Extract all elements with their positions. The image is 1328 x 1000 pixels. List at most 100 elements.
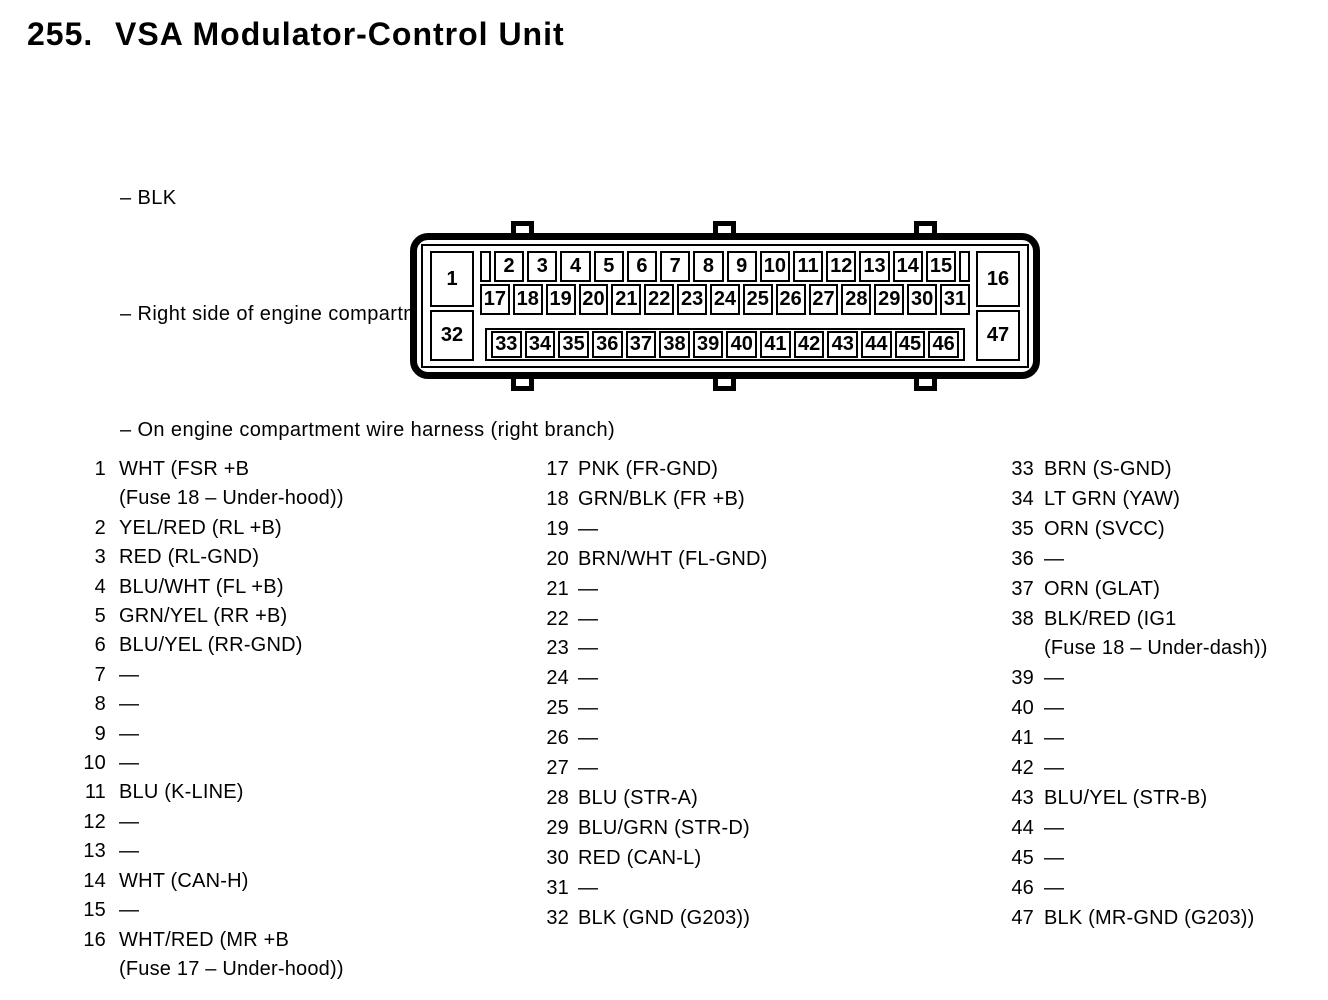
pin-description: — xyxy=(119,693,140,716)
pin-cells-bottom: 33 34 35 36 37 38 xyxy=(491,331,959,358)
pin-description: BRN/WHT (FL-GND) xyxy=(578,547,768,570)
pin-cell: 33 xyxy=(491,331,522,358)
pin-cell: 22 xyxy=(644,284,675,315)
section-title: VSA Modulator-Control Unit xyxy=(115,16,565,52)
pin-row: 37 ORN (GLAT) xyxy=(1008,575,1268,605)
pin-number: 4 xyxy=(94,575,106,598)
pin-description: — xyxy=(119,899,140,922)
page-title: 255. VSA Modulator-Control Unit xyxy=(27,16,565,53)
pin-list-column-3: 33 BRN (S-GND) 34 LT GRN (YAW) 35 ORN (S… xyxy=(1008,455,1268,934)
pin-cell-1: 1 xyxy=(430,251,474,308)
pin-cell: 6 xyxy=(626,251,658,282)
pin-description: RED (RL-GND) xyxy=(119,546,260,569)
pin-cell: 9 xyxy=(726,251,757,282)
pin-cell: 15 xyxy=(925,251,957,282)
pin-cell: 25 xyxy=(742,284,773,315)
pin-row: 6 BLU/YEL (RR-GND) xyxy=(80,631,344,660)
pin-cell: 37 xyxy=(625,331,657,358)
pin-row: 42 — xyxy=(1008,754,1268,784)
pin-cell: 39 xyxy=(692,331,724,358)
pin-row: 5 GRN/YEL (RR +B) xyxy=(80,602,344,631)
pin-number: 34 xyxy=(1011,487,1034,510)
pin-description: — xyxy=(119,840,140,863)
pin-number: 38 xyxy=(1011,607,1034,630)
pin-cell: 31 xyxy=(940,284,970,315)
pin-cell: 11 xyxy=(792,251,824,282)
pin-description: PNK (FR-GND) xyxy=(578,458,719,480)
pin-number: 11 xyxy=(84,781,106,804)
pin-number: 20 xyxy=(546,547,569,570)
pin-cell: 44 xyxy=(861,331,892,358)
pin-row: 7 — xyxy=(80,661,344,690)
pin-description: — xyxy=(1044,757,1065,780)
pin-description: BLK (GND (G203)) xyxy=(578,906,751,929)
pin-cell: 40 xyxy=(726,331,758,358)
pin-row: 41 — xyxy=(1008,724,1268,754)
pin-cell: 17 xyxy=(480,284,510,315)
pin-number: 39 xyxy=(1011,667,1034,690)
pin-number: 32 xyxy=(546,906,569,929)
pin-cell: 12 xyxy=(826,251,857,282)
pin-row: 1 WHT (FSR +B(Fuse 18 – Under-hood)) xyxy=(80,455,344,514)
pin-description: — xyxy=(1044,876,1065,899)
pin-description: — xyxy=(1044,547,1065,570)
pin-number: 28 xyxy=(546,786,569,809)
pin-cell: 30 xyxy=(907,284,938,315)
pin-row: 21 — xyxy=(546,575,767,605)
pin-number: 43 xyxy=(1011,786,1034,809)
pin-number: 47 xyxy=(1011,906,1034,929)
pin-row: 18 GRN/BLK (FR +B) xyxy=(546,485,767,515)
pin-row-top: 2 3 4 5 6 7 8 xyxy=(480,251,970,282)
pin-description: BLU/WHT (FL +B) xyxy=(119,575,284,598)
pin-row: 27 — xyxy=(546,754,767,784)
pin-row: 32 BLK (GND (G203)) xyxy=(546,904,767,934)
pin-row: 24 — xyxy=(546,664,767,694)
pin-description: — xyxy=(119,810,140,833)
pin-row: 8 — xyxy=(80,690,344,719)
pin-description: BLU (STR-A) xyxy=(578,786,698,809)
pin-number: 10 xyxy=(83,752,106,775)
pin-number: 46 xyxy=(1011,876,1034,899)
pin-description: BLU/GRN (STR-D) xyxy=(578,816,750,839)
connector-right-column: 16 47 xyxy=(976,251,1020,361)
pin-description: — xyxy=(1044,846,1065,869)
pin-cell: 7 xyxy=(660,251,691,282)
pin-number: 1 xyxy=(94,458,106,480)
pin-row: 19 — xyxy=(546,515,767,545)
connector-notes: – BLK – Right side of engine compartment… xyxy=(120,68,615,503)
pin-number: 13 xyxy=(83,840,106,863)
pin-number: 6 xyxy=(94,634,106,657)
pin-description: BLK (MR-GND (G203)) xyxy=(1044,906,1255,929)
pin-list-column-1: 1 WHT (FSR +B(Fuse 18 – Under-hood)) 2 Y… xyxy=(80,455,344,984)
pin-number: 5 xyxy=(94,605,106,628)
pin-row: 29 BLU/GRN (STR-D) xyxy=(546,814,767,844)
pin-cell-32: 32 xyxy=(430,310,474,361)
pin-description: — xyxy=(578,667,599,690)
pin-number: 31 xyxy=(546,876,569,899)
pin-row: 12 — xyxy=(80,808,344,837)
pin-row-bottom-strip: 33 34 35 36 37 38 xyxy=(485,328,965,361)
pin-cell: 20 xyxy=(578,284,609,315)
pin-cell: 35 xyxy=(558,331,589,358)
pin-description: BLU/YEL (STR-B) xyxy=(1044,786,1208,809)
pin-number: 30 xyxy=(546,846,569,869)
pin-description: — xyxy=(578,517,599,540)
pin-number: 33 xyxy=(1011,458,1034,480)
pin-description: BLU (K-LINE) xyxy=(119,781,244,804)
pin-cell: 14 xyxy=(892,251,923,282)
pin-number: 36 xyxy=(1011,547,1034,570)
pin-number: 21 xyxy=(546,577,569,600)
blank-cell-right xyxy=(959,251,970,282)
pin-cell: 10 xyxy=(759,251,790,282)
connector-pin-grid: 2 3 4 5 6 7 8 xyxy=(480,251,970,361)
pin-number: 16 xyxy=(83,928,106,951)
pin-cell: 29 xyxy=(874,284,905,315)
pin-number: 40 xyxy=(1011,697,1034,720)
pin-description: YEL/RED (RL +B) xyxy=(119,516,282,539)
pin-number: 7 xyxy=(94,663,106,686)
pin-cell: 2 xyxy=(494,251,525,282)
pin-description: WHT (FSR +B(Fuse 18 – Under-hood)) xyxy=(119,458,344,510)
pin-number: 41 xyxy=(1011,727,1034,750)
pin-cell: 4 xyxy=(560,251,591,282)
pin-description: — xyxy=(578,637,599,660)
